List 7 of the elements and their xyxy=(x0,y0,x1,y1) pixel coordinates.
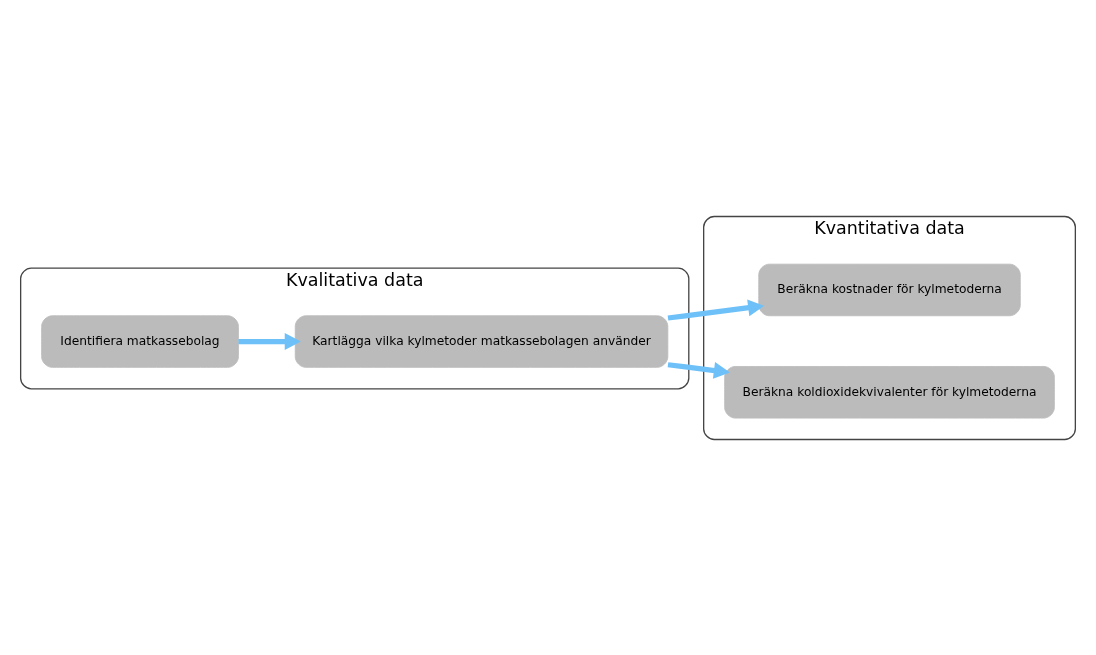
node-box: Beräkna koldioxidekvivalenter för kylmetoderna xyxy=(724,365,1055,418)
arrow xyxy=(667,298,765,321)
arrow xyxy=(667,361,730,379)
arrow xyxy=(238,332,301,350)
node-box: Kartlägga vilka kylmetoder matkassebolagen använder xyxy=(294,314,669,368)
node-box: Identifiera matkassebolag xyxy=(41,314,239,368)
node-box: Beräkna kostnader för kylmetoderna xyxy=(758,263,1021,316)
